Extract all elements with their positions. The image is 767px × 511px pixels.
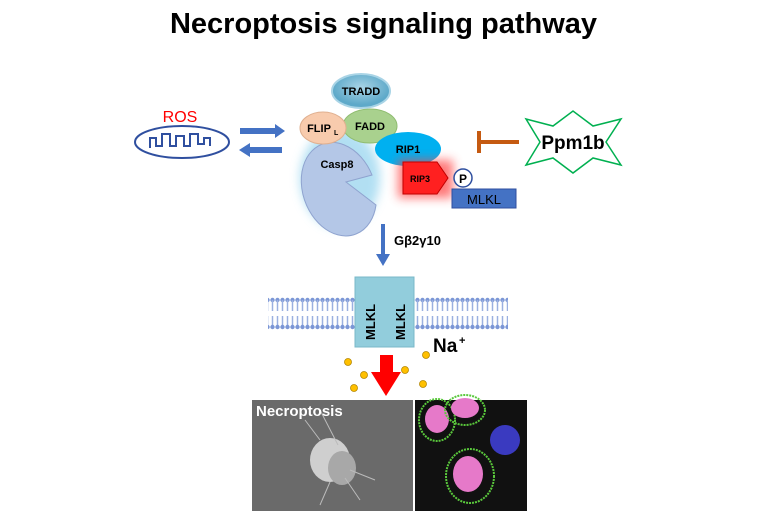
rip1-label: RIP1	[396, 144, 420, 156]
mlkl-label: MLKL	[467, 192, 501, 207]
mlkl-pore-left: MLKL	[363, 304, 378, 340]
mitochondrion-icon	[134, 125, 230, 159]
ion-dots	[344, 351, 430, 392]
inhibition-arrow	[477, 131, 519, 153]
ion-charge: +	[459, 335, 465, 347]
flip-label: FLIP	[307, 123, 331, 135]
bidirectional-arrows	[239, 124, 285, 157]
fadd-label: FADD	[355, 121, 385, 133]
casp8-shape	[300, 141, 377, 237]
phospho-label: P	[459, 172, 467, 186]
rip3-shape	[402, 161, 449, 195]
micrograph-label: Necroptosis	[256, 403, 343, 420]
page-title: Necroptosis signaling pathway	[169, 8, 598, 40]
red-down-arrow	[371, 355, 401, 396]
fluorescence-micrograph	[415, 394, 527, 511]
mlkl-pore	[354, 276, 415, 348]
ros-label: ROS	[163, 109, 198, 126]
flip-subscript: L	[334, 130, 339, 137]
casp8-label: Casp8	[320, 159, 353, 171]
down-arrow	[376, 224, 390, 266]
mlkl-pore-right: MLKL	[393, 304, 408, 340]
ppm1b-label: Ppm1b	[541, 133, 604, 154]
ppm1b-star-icon	[524, 110, 623, 174]
mediator-label: Gβ2γ10	[394, 233, 441, 248]
ion-label: Na	[433, 336, 458, 357]
rip3-label: RIP3	[410, 174, 430, 184]
sem-micrograph	[252, 400, 413, 511]
tradd-label: TRADD	[342, 86, 381, 98]
